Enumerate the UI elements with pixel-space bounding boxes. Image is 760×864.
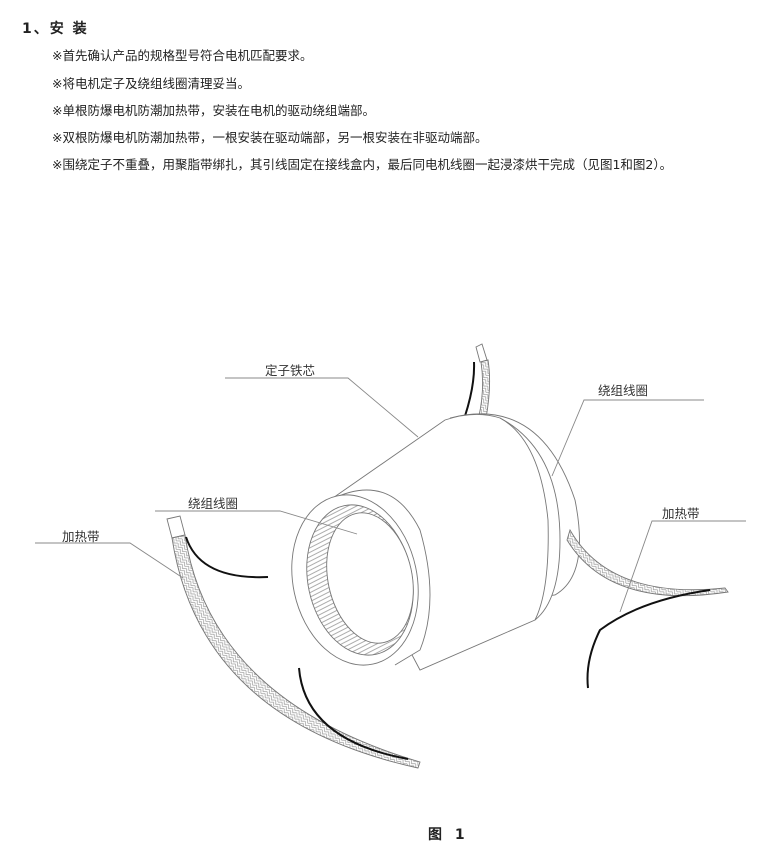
label-heater-right: 加热带 <box>662 506 700 521</box>
leader-heater-left <box>35 542 184 579</box>
leader-winding-left <box>155 510 358 535</box>
leader-winding-right <box>551 399 704 477</box>
instruction-item: ※首先确认产品的规格型号符合电机匹配要求。 <box>52 48 313 63</box>
label-stator-core: 定子铁芯 <box>265 363 316 378</box>
label-heater-left: 加热带 <box>62 529 100 544</box>
label-winding-left: 绕组线圈 <box>188 496 239 511</box>
instruction-item: ※将电机定子及绕组线圈清理妥当。 <box>52 76 250 91</box>
label-winding-right: 绕组线圈 <box>598 383 649 398</box>
instruction-item: ※单根防爆电机防潮加热带，安装在电机的驱动绕组端部。 <box>52 103 375 118</box>
leader-stator-core <box>225 377 419 438</box>
leader-heater-right <box>619 520 746 613</box>
heater-strip-right <box>566 528 729 689</box>
section-heading: 1、安 装 <box>22 21 89 37</box>
heater-strip-top-lead <box>464 343 491 419</box>
instruction-item: ※围绕定子不重叠，用聚脂带绑扎，其引线固定在接线盒内，最后同电机线圈一起浸漆烘干… <box>52 157 673 172</box>
figure-caption: 图 1 <box>428 827 469 843</box>
heater-strip-left <box>166 515 421 769</box>
instruction-item: ※双根防爆电机防潮加热带，一根安装在驱动端部，另一根安装在非驱动端部。 <box>52 130 488 145</box>
bore <box>326 512 414 644</box>
